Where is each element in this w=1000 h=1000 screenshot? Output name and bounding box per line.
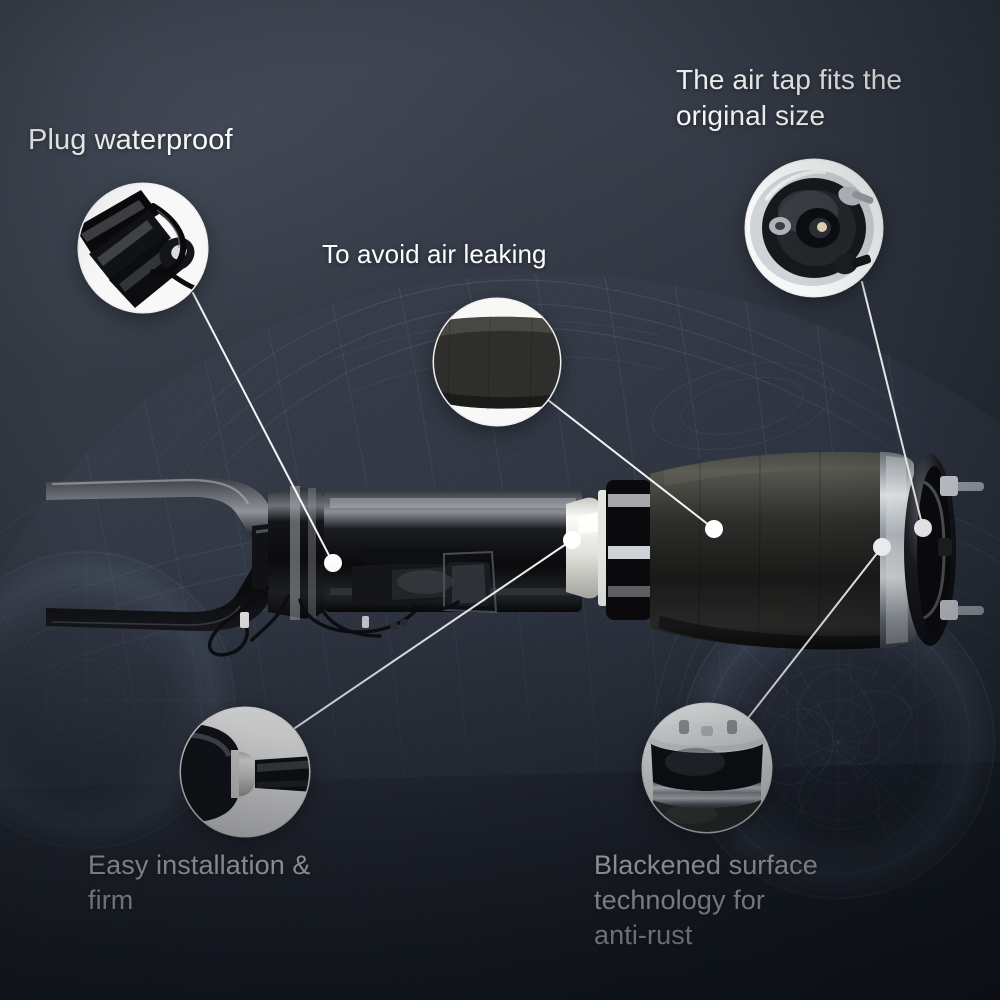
callout-bubble-air-tap xyxy=(746,160,882,296)
label-easy-installation-firm: Easy installation & firm xyxy=(88,850,311,916)
callout-bubble-plug-waterproof xyxy=(79,184,207,312)
label-air-tap-original-size: The air tap fits the original size xyxy=(676,64,903,132)
callout-bubble-avoid-air-leaking xyxy=(434,299,560,425)
label-plug-waterproof: Plug waterproof xyxy=(28,124,233,156)
callout-bubble-easy-installation xyxy=(181,708,309,836)
callout-bubble-blackened-surface xyxy=(643,704,771,832)
label-blackened-surface-anti-rust: Blackened surface technology for anti-ru… xyxy=(594,850,818,951)
label-avoid-air-leaking: To avoid air leaking xyxy=(322,239,547,269)
product-image-strut xyxy=(0,420,1000,680)
